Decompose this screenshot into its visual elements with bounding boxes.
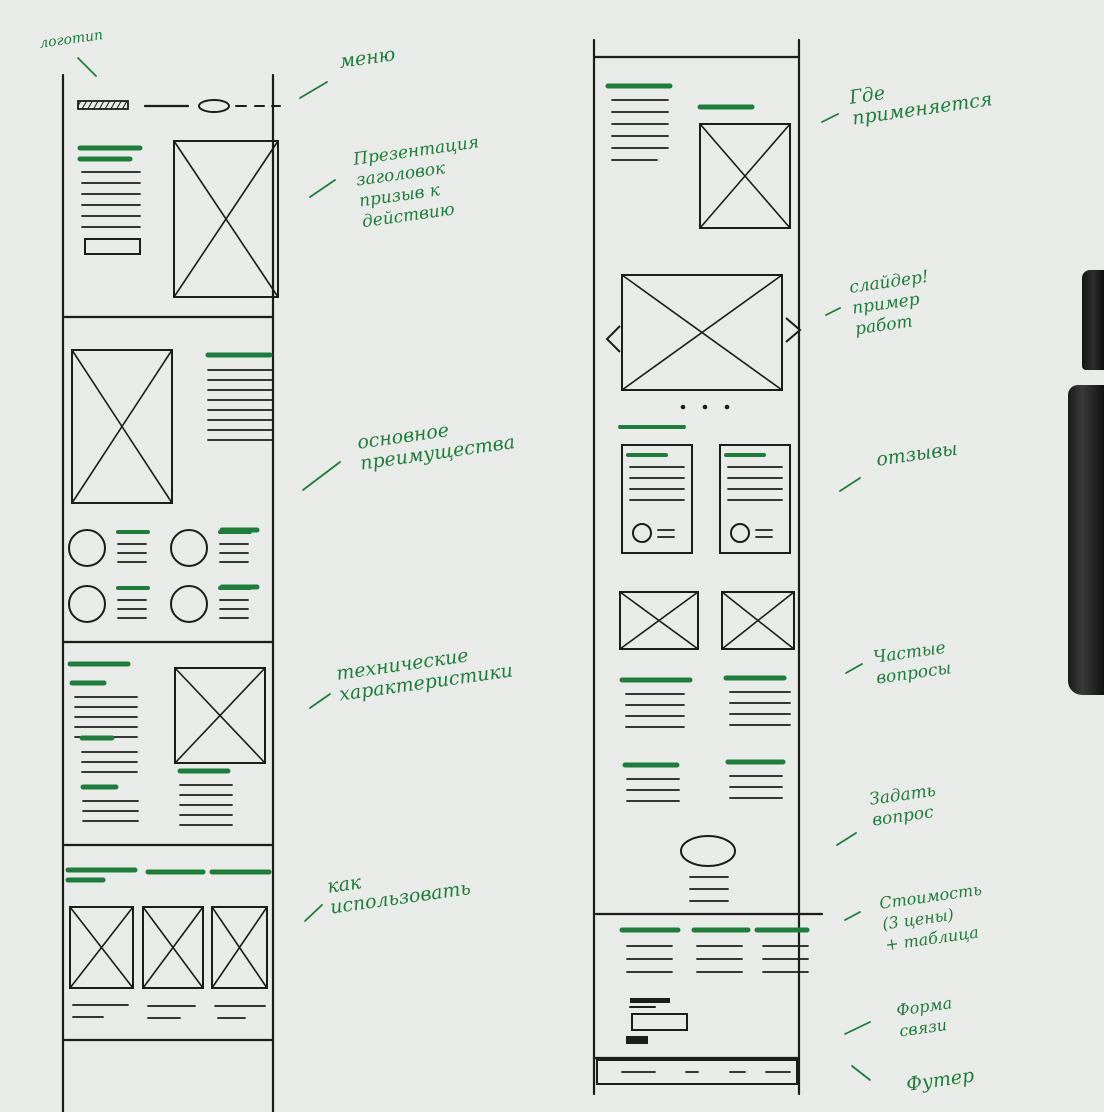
leader-line [839, 477, 861, 492]
leader-line [825, 307, 841, 316]
image-placeholder-cross [71, 349, 173, 504]
advantage-icon-circle [170, 529, 208, 567]
image-placeholder [699, 123, 791, 229]
image-placeholder [69, 906, 134, 989]
review-card-sketch [719, 444, 791, 554]
slider-dot [680, 404, 686, 410]
advantage-icon-circle [68, 585, 106, 623]
image-placeholder [621, 274, 783, 391]
form-submit-sketch [626, 1036, 648, 1044]
leader-line [844, 911, 861, 921]
leader-line [821, 113, 839, 123]
image-placeholder-cross [69, 906, 134, 989]
image-placeholder [142, 906, 204, 989]
image-placeholder-cross [699, 123, 791, 229]
footer-sketch [596, 1059, 798, 1085]
leader-line [844, 1021, 871, 1035]
leader-line [309, 693, 331, 709]
review-avatar-circle [632, 523, 652, 543]
marker-cap [1082, 270, 1104, 370]
leader-line [845, 663, 863, 674]
image-placeholder-cross [619, 591, 699, 650]
marker-pen [1068, 385, 1104, 695]
image-placeholder-cross [173, 140, 279, 298]
image-placeholder [71, 349, 173, 504]
image-placeholder [173, 140, 279, 298]
advantage-icon-circle [68, 529, 106, 567]
cta-button-sketch [84, 238, 141, 255]
image-placeholder [619, 591, 699, 650]
annotation-slider: слайдер! пример работ [848, 266, 930, 340]
slider-dot [702, 404, 708, 410]
review-card-sketch [621, 444, 693, 554]
leader-line [836, 832, 857, 846]
image-placeholder [211, 906, 268, 989]
image-placeholder-cross [721, 591, 795, 650]
image-placeholder [174, 667, 266, 764]
logo-placeholder [77, 100, 129, 110]
image-placeholder [721, 591, 795, 650]
leader-line [77, 57, 97, 77]
form-label-sketch [630, 998, 670, 1003]
annotation-contact-form: Форма связи [895, 993, 954, 1041]
advantage-icon-circle [170, 585, 208, 623]
image-placeholder-cross [621, 274, 783, 391]
ask-question-button-sketch [680, 835, 736, 867]
leader-line [302, 461, 341, 491]
image-placeholder-cross [211, 906, 268, 989]
leader-line [309, 179, 336, 198]
form-input-sketch [631, 1013, 688, 1031]
leader-line [299, 81, 328, 99]
review-avatar-circle [730, 523, 750, 543]
image-placeholder-cross [174, 667, 266, 764]
slider-prev-arrow [605, 325, 621, 353]
image-placeholder-cross [142, 906, 204, 989]
annotation-presentation: Презентация заголовок призыв к действию [352, 132, 481, 233]
leader-line [851, 1065, 871, 1081]
slider-dot [724, 404, 730, 410]
menu-button-sketch [198, 99, 230, 113]
leader-line [304, 904, 323, 922]
slider-next-arrow [785, 317, 802, 343]
